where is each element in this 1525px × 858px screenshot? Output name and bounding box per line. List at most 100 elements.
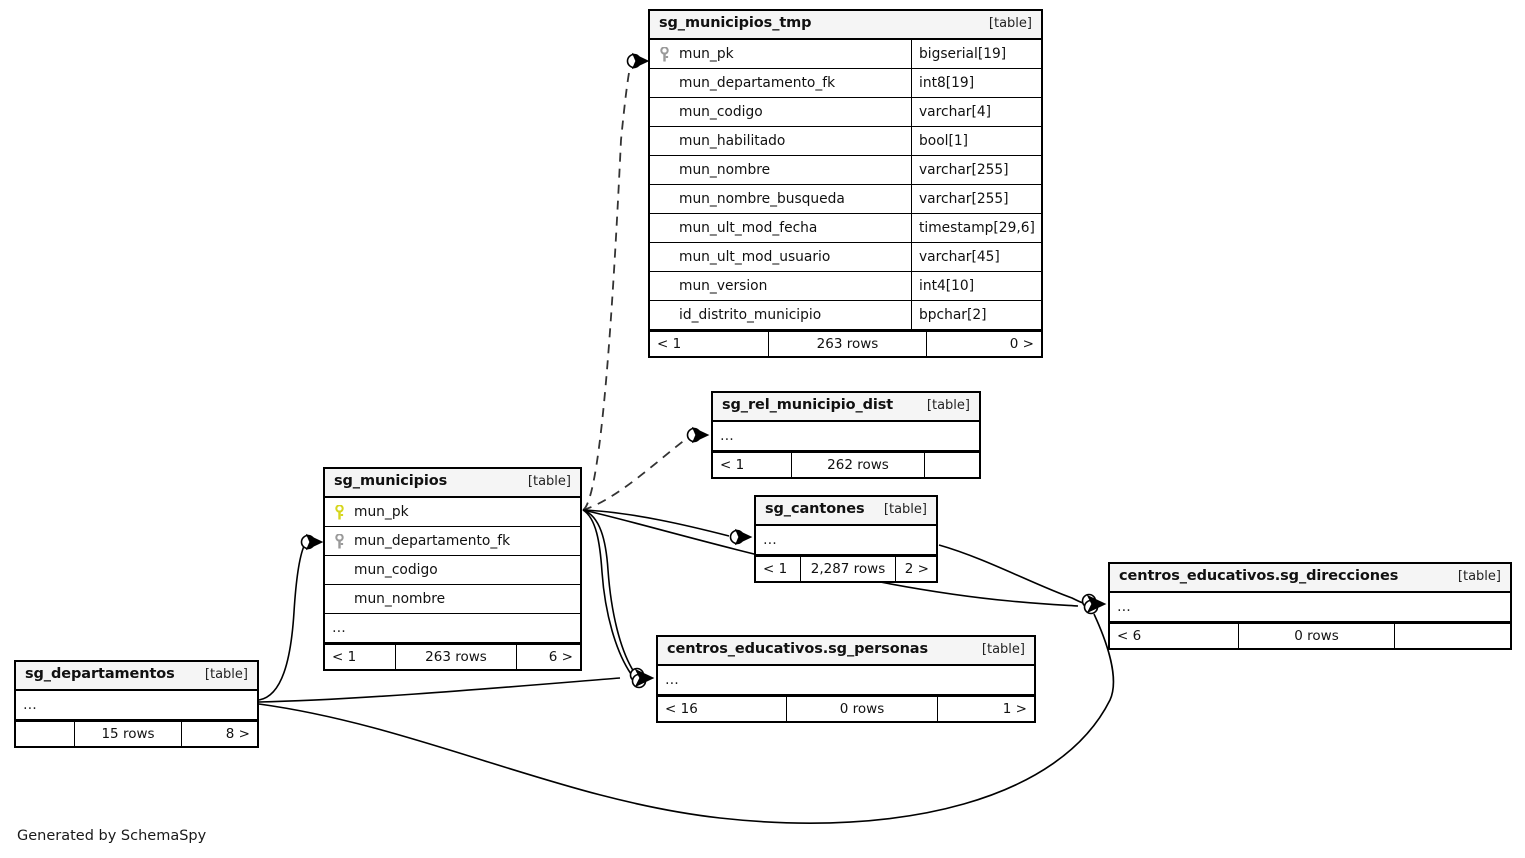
table-row[interactable]: mun_nombre_busqueda varchar[255] bbox=[650, 185, 1041, 214]
column-type: timestamp[29,6] bbox=[911, 214, 1041, 242]
edge-departamentos-to-personas bbox=[258, 677, 621, 703]
edge-municipios-to-cantones bbox=[582, 509, 730, 537]
column-name-cell: mun_pk bbox=[650, 46, 911, 62]
no-key-spacer bbox=[659, 308, 670, 323]
table-centros-educativos-sg-personas[interactable]: centros_educativos.sg_personas [table] …… bbox=[656, 635, 1036, 723]
table-row[interactable]: mun_ult_mod_usuario varchar[45] bbox=[650, 243, 1041, 272]
no-key-spacer bbox=[334, 592, 345, 607]
collapsed-columns-ellipsis: … bbox=[332, 620, 347, 636]
crow-foot-marker bbox=[631, 52, 650, 70]
table-kind-label: [table] bbox=[883, 502, 927, 517]
column-type: bigserial[19] bbox=[911, 40, 1041, 68]
collapsed-columns-ellipsis: … bbox=[720, 428, 735, 444]
table-sg-municipios[interactable]: sg_municipios [table] mun_pk mun_departa… bbox=[323, 467, 582, 671]
foreign-key-icon bbox=[334, 533, 345, 549]
edge-endcap-circle bbox=[729, 529, 745, 545]
footer-parent-count: < 1 bbox=[657, 336, 682, 352]
table-row[interactable]: mun_nombre bbox=[325, 585, 580, 614]
table-row[interactable]: mun_ult_mod_fecha timestamp[29,6] bbox=[650, 214, 1041, 243]
table-row[interactable]: mun_departamento_fk int8[19] bbox=[650, 69, 1041, 98]
footer-parent-count bbox=[16, 722, 74, 746]
table-centros-educativos-sg-direcciones[interactable]: centros_educativos.sg_direcciones [table… bbox=[1108, 562, 1512, 650]
no-key-spacer bbox=[659, 250, 670, 265]
edge-endcap-circle bbox=[626, 53, 642, 69]
column-label: mun_pk bbox=[679, 46, 734, 62]
collapsed-columns-row[interactable]: … bbox=[325, 614, 580, 643]
collapsed-columns-row[interactable]: … bbox=[756, 526, 936, 555]
column-type: bool[1] bbox=[911, 127, 1041, 155]
edge-cantones-to-direcciones bbox=[938, 544, 1084, 604]
table-title: sg_departamentos bbox=[25, 666, 175, 682]
edge-endcap-circle bbox=[300, 534, 316, 550]
column-label: mun_version bbox=[679, 278, 768, 294]
table-header: sg_rel_municipio_dist [table] bbox=[713, 393, 979, 422]
footer-parent-count: < 16 bbox=[665, 701, 698, 717]
column-label: mun_ult_mod_fecha bbox=[679, 220, 818, 236]
table-kind-label: [table] bbox=[926, 398, 970, 413]
collapsed-columns-row[interactable]: … bbox=[658, 666, 1034, 695]
no-key-spacer bbox=[334, 563, 345, 578]
edge-endcap-circle bbox=[1081, 593, 1097, 609]
table-sg-rel-municipio-dist[interactable]: sg_rel_municipio_dist [table] … < 1 262 … bbox=[711, 391, 981, 479]
table-title: sg_rel_municipio_dist bbox=[722, 397, 894, 413]
no-key-spacer bbox=[659, 105, 670, 120]
crow-foot-marker bbox=[691, 426, 710, 444]
table-sg-departamentos[interactable]: sg_departamentos [table] … 15 rows 8 > bbox=[14, 660, 259, 748]
table-row[interactable]: mun_pk bbox=[325, 498, 580, 527]
edge-municipios-to-personas bbox=[582, 509, 635, 673]
footer-parent-count: < 1 bbox=[763, 561, 788, 577]
table-header: centros_educativos.sg_direcciones [table… bbox=[1110, 564, 1510, 593]
table-header: sg_cantones [table] bbox=[756, 497, 936, 526]
footer-parent-count: < 6 bbox=[1117, 628, 1142, 644]
table-title: sg_municipios bbox=[334, 473, 448, 489]
column-type: varchar[4] bbox=[911, 98, 1041, 126]
no-key-spacer bbox=[659, 134, 670, 149]
table-row[interactable]: mun_codigo bbox=[325, 556, 580, 585]
table-kind-label: [table] bbox=[988, 16, 1032, 31]
no-key-spacer bbox=[659, 279, 670, 294]
table-row[interactable]: id_distrito_municipio bpchar[2] bbox=[650, 301, 1041, 330]
footer-row-count: 15 rows bbox=[74, 722, 182, 746]
column-name-cell: mun_habilitado bbox=[650, 133, 911, 149]
edge-municipios-to-personas-secondary bbox=[582, 509, 632, 675]
footer-row-count: 263 rows bbox=[768, 332, 927, 356]
table-header: sg_municipios [table] bbox=[325, 469, 580, 498]
column-type: bpchar[2] bbox=[911, 301, 1041, 329]
footer-child-count: 6 > bbox=[548, 649, 573, 665]
column-name-cell: mun_codigo bbox=[325, 562, 580, 578]
footer-child-count bbox=[1395, 624, 1510, 648]
crow-foot-marker bbox=[305, 533, 324, 551]
column-label: mun_nombre_busqueda bbox=[679, 191, 845, 207]
edge-endcap-circle bbox=[686, 427, 702, 443]
no-key-spacer bbox=[659, 163, 670, 178]
collapsed-columns-ellipsis: … bbox=[1117, 599, 1132, 615]
table-row[interactable]: mun_codigo varchar[4] bbox=[650, 98, 1041, 127]
table-footer: 15 rows 8 > bbox=[16, 720, 257, 746]
table-row[interactable]: mun_nombre varchar[255] bbox=[650, 156, 1041, 185]
collapsed-columns-row[interactable]: … bbox=[16, 691, 257, 720]
table-sg-cantones[interactable]: sg_cantones [table] … < 1 2,287 rows 2 > bbox=[754, 495, 938, 583]
collapsed-columns-ellipsis: … bbox=[763, 532, 778, 548]
table-row[interactable]: mun_version int4[10] bbox=[650, 272, 1041, 301]
table-row[interactable]: mun_pk bigserial[19] bbox=[650, 40, 1041, 69]
footer-row-count: 2,287 rows bbox=[800, 557, 896, 581]
generated-by-credit: Generated by SchemaSpy bbox=[17, 828, 207, 844]
column-label: id_distrito_municipio bbox=[679, 307, 822, 323]
table-row[interactable]: mun_departamento_fk bbox=[325, 527, 580, 556]
collapsed-columns-row[interactable]: … bbox=[1110, 593, 1510, 622]
column-type: varchar[255] bbox=[911, 156, 1041, 184]
no-key-spacer bbox=[659, 76, 670, 91]
table-row[interactable]: mun_habilitado bool[1] bbox=[650, 127, 1041, 156]
column-name-cell: mun_nombre_busqueda bbox=[650, 191, 911, 207]
column-name-cell: mun_ult_mod_usuario bbox=[650, 249, 911, 265]
table-footer: < 1 2,287 rows 2 > bbox=[756, 555, 936, 581]
edge-municipios-to-rel-municipio-dist bbox=[582, 438, 687, 511]
footer-row-count: 262 rows bbox=[791, 453, 925, 477]
column-label: mun_nombre bbox=[679, 162, 771, 178]
column-type: varchar[255] bbox=[911, 185, 1041, 213]
collapsed-columns-row[interactable]: … bbox=[713, 422, 979, 451]
column-name-cell: mun_nombre bbox=[650, 162, 911, 178]
table-sg-municipios-tmp[interactable]: sg_municipios_tmp [table] mun_pk bigseri… bbox=[648, 9, 1043, 358]
table-header: sg_departamentos [table] bbox=[16, 662, 257, 691]
table-footer: < 1 263 rows 0 > bbox=[650, 330, 1041, 356]
